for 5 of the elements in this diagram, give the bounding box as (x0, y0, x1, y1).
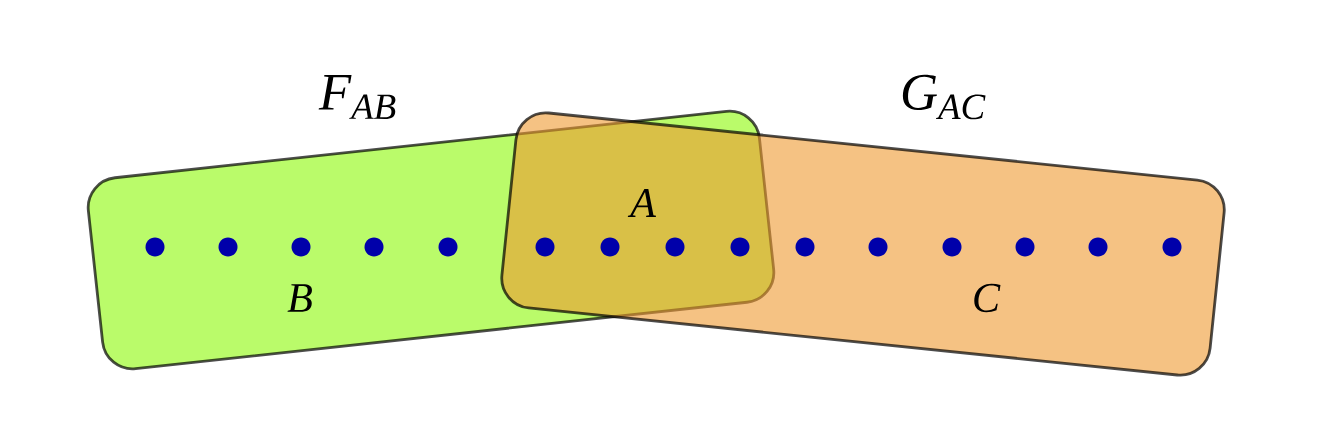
set-label: C (974, 283, 1001, 313)
set-label: A (627, 189, 657, 217)
set-label: G$_{AC}$ (902, 74, 986, 120)
set-label: F$_{AB}$ (318, 75, 396, 119)
set-label: B (287, 284, 312, 312)
